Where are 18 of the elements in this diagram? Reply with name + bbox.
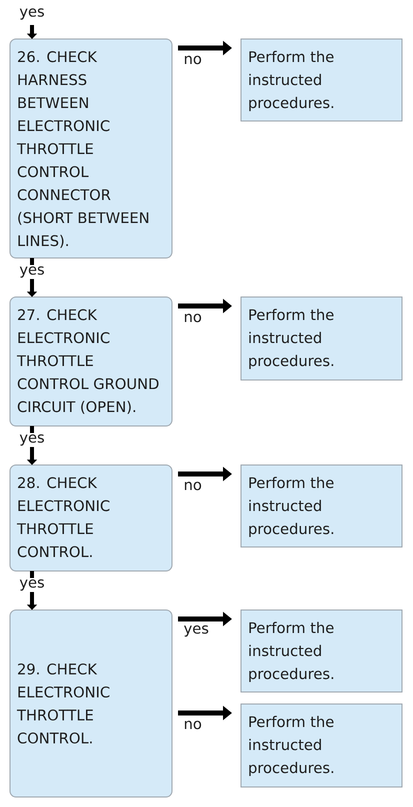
check-step-box: 29. CHECK ELECTRONIC THROTTLE CONTROL. bbox=[10, 610, 172, 798]
edge-label: no bbox=[182, 480, 204, 492]
edge-label: no bbox=[182, 54, 204, 66]
edge-label: no bbox=[182, 719, 204, 731]
edge-label: yes bbox=[18, 265, 46, 279]
action-box: Perform the instructed procedures. bbox=[240, 296, 402, 380]
check-step-box: 27. CHECK ELECTRONIC THROTTLE CONTROL GROUND CIRCUIT (OPEN). bbox=[10, 296, 172, 426]
edge-label: yes bbox=[18, 433, 46, 447]
edge-label: yes bbox=[18, 7, 46, 21]
action-box: Perform the instructed procedures. bbox=[240, 38, 402, 122]
action-box: Perform the instructed procedures. bbox=[240, 704, 402, 788]
edge-label: yes bbox=[182, 624, 210, 638]
edge-label: yes bbox=[18, 578, 46, 592]
check-step-box: 26. CHECK HARNESS BETWEEN ELECTRONIC THROTTLE CONTROL CONNECTOR (SHORT BETWEEN LINES). bbox=[10, 38, 172, 258]
action-box: Perform the instructed procedures. bbox=[240, 464, 402, 548]
action-box: Perform the instructed procedures. bbox=[240, 610, 402, 692]
edge-label: no bbox=[182, 312, 204, 324]
check-step-box: 28. CHECK ELECTRONIC THROTTLE CONTROL. bbox=[10, 464, 172, 572]
